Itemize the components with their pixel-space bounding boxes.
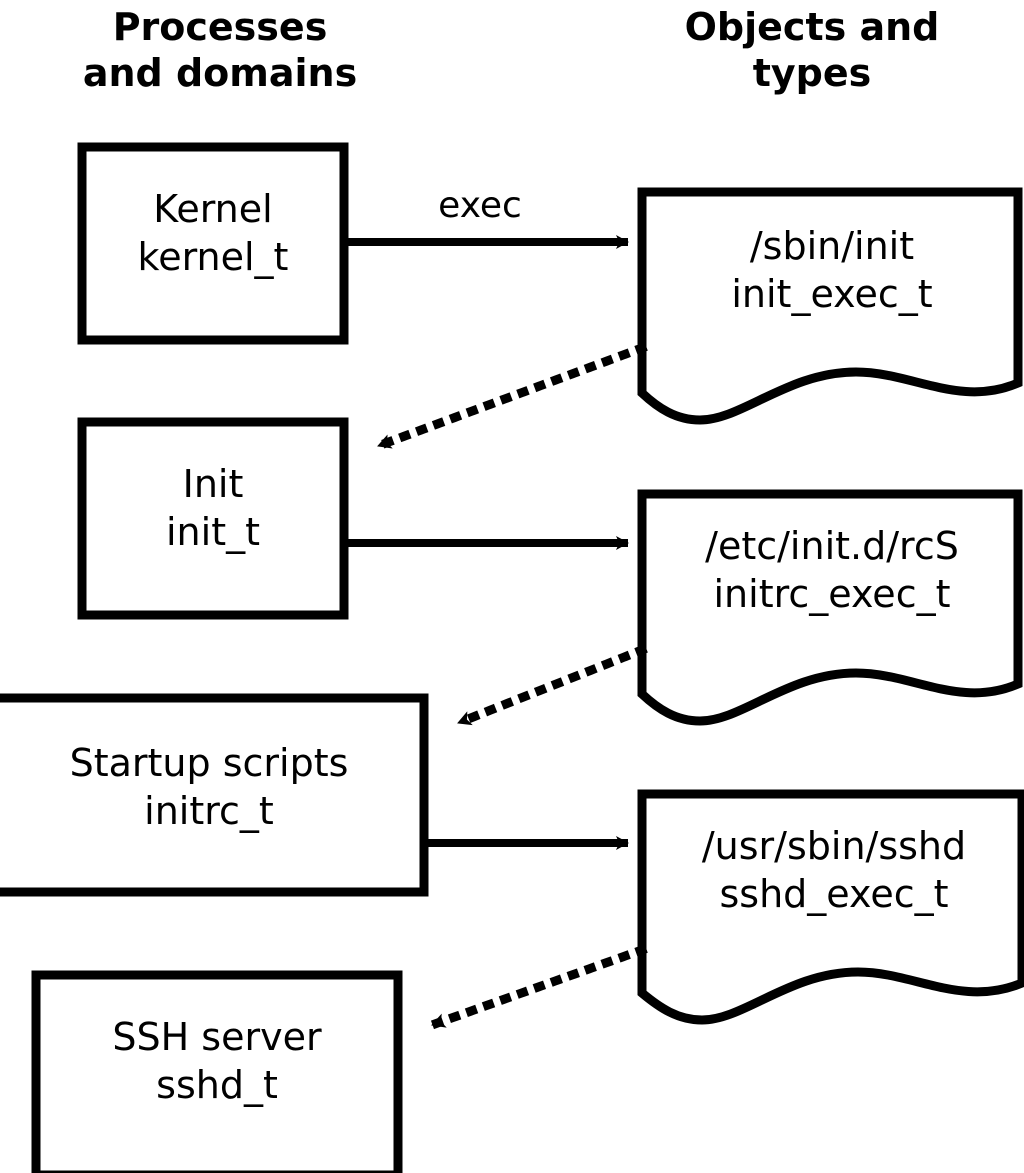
process-box-initrc[interactable] — [0, 693, 429, 897]
column-title-processes: Processes and domains — [82, 5, 358, 95]
object-doc-sshd-exec[interactable] — [637, 789, 1024, 1025]
edge-label-exec: exec — [438, 185, 522, 226]
process-box-kernel[interactable] — [77, 142, 349, 345]
edge-transition-initrc-exec-to-initrc — [452, 644, 648, 729]
object-doc-initrc-exec[interactable] — [637, 489, 1023, 726]
object-doc-init-exec[interactable] — [637, 187, 1023, 425]
process-box-sshd[interactable] — [31, 970, 403, 1173]
edge-transition-init-exec-to-init — [372, 342, 648, 452]
column-title-objects: Objects and types — [684, 5, 940, 95]
process-box-init[interactable] — [77, 417, 349, 620]
edge-transition-sshd-exec-to-sshd — [426, 944, 648, 1031]
